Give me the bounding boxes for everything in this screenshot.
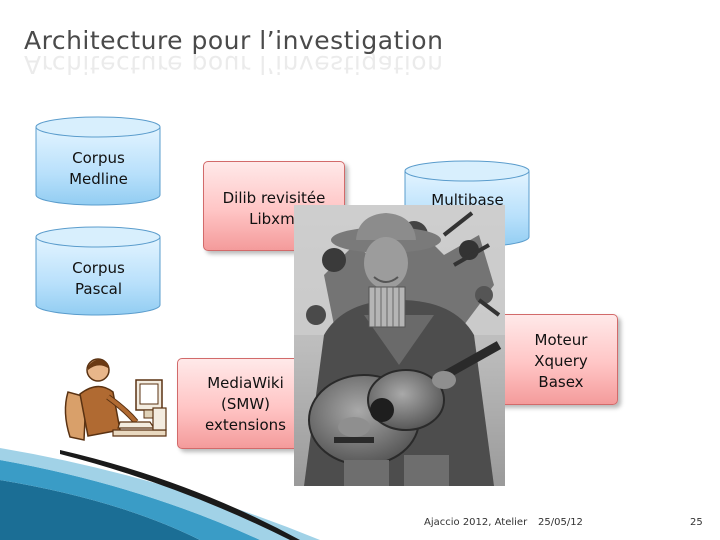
cylinder-corpus-medline: Corpus Medline (35, 116, 162, 208)
cylinder-label-line1: Corpus (72, 259, 125, 277)
box-label-line1: Dilib revisitée (222, 189, 326, 207)
box-label-line3: extensions (205, 416, 286, 434)
slide-title-reflection: Architecture pour l’investigation (24, 50, 444, 79)
footer-date: 25/05/12 (538, 517, 583, 528)
box-label-line2: Libxml (249, 210, 299, 228)
box-label-line2: Xquery (534, 352, 588, 370)
footer-page-number: 25 (690, 517, 703, 528)
cylinder-corpus-pascal: Corpus Pascal (35, 226, 162, 318)
box-label-line2: (SMW) (221, 395, 270, 413)
decorative-wave (0, 448, 320, 540)
box-moteur-xquery: Moteur Xquery Basex (492, 314, 618, 405)
slide-title: Architecture pour l’investigation (24, 26, 444, 55)
cylinder-label-line2: Medline (69, 170, 128, 188)
footer-event: Ajaccio 2012, Atelier (424, 517, 528, 528)
box-label-line1: MediaWiki (207, 374, 284, 392)
cylinder-label-line1: Corpus (72, 149, 125, 167)
street-musician-photo (294, 205, 505, 486)
database-cylinder-shape (35, 116, 161, 206)
person-at-computer-icon (58, 352, 168, 456)
box-label-line3: Basex (538, 373, 584, 391)
database-cylinder-shape (35, 226, 161, 316)
box-label-line1: Moteur (534, 331, 588, 349)
cylinder-label-line1: Multibase (431, 191, 504, 209)
cylinder-label-line2: Pascal (75, 280, 122, 298)
